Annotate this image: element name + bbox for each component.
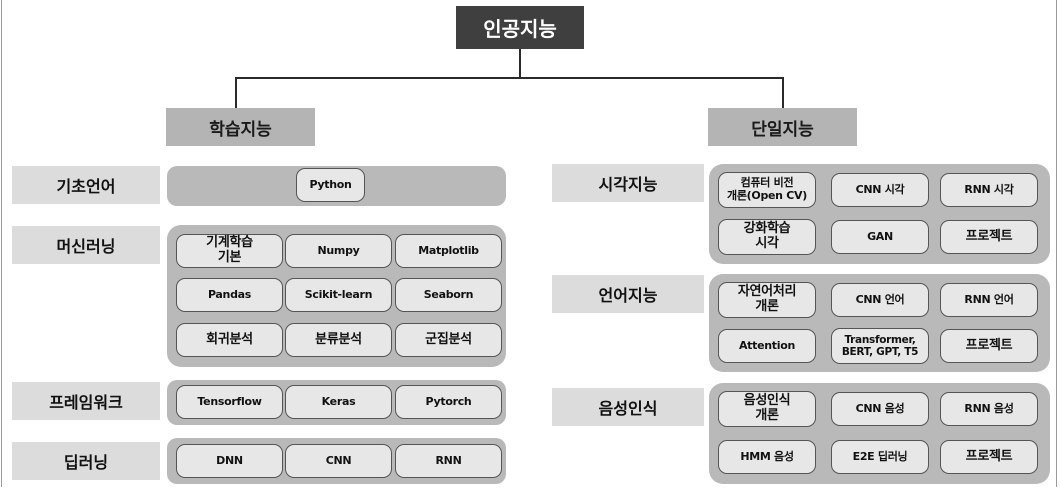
item-numpy: Numpy: [285, 234, 392, 268]
item-ml-basics: 기계학습 기본: [176, 234, 283, 268]
root-node: 인공지능: [456, 6, 584, 49]
item-regression: 회귀분석: [176, 323, 283, 357]
item-nlp-intro: 자연어처리 개론: [718, 282, 816, 318]
category-machine-learning: 머신러닝: [12, 226, 160, 264]
item-seaborn: Seaborn: [395, 278, 502, 312]
item-clustering: 군집분석: [395, 323, 502, 357]
item-cnn-speech: CNN 음성: [831, 392, 929, 426]
item-attention: Attention: [718, 329, 816, 363]
group-machine-learning: 기계학습 기본 Numpy Matplotlib Pandas Scikit-l…: [167, 225, 506, 367]
category-language: 언어지능: [552, 275, 704, 313]
item-keras: Keras: [285, 385, 392, 419]
item-transformer: Transformer, BERT, GPT, T5: [831, 328, 929, 364]
item-pytorch: Pytorch: [395, 385, 502, 419]
item-hmm-speech: HMM 음성: [718, 440, 816, 474]
item-cnn-language: CNN 언어: [831, 283, 929, 317]
item-rnn: RNN: [395, 444, 502, 478]
item-speech-project: 프로젝트: [940, 440, 1038, 474]
item-e2e-deep-learning: E2E 딥러닝: [831, 440, 929, 474]
item-matplotlib: Matplotlib: [395, 234, 502, 268]
item-computer-vision-intro: 컴퓨터 비전 개론(Open CV): [718, 172, 816, 208]
category-basic-language: 기초언어: [12, 166, 160, 204]
category-speech: 음성인식: [552, 388, 704, 426]
group-basic-language: Python: [167, 166, 506, 206]
item-cnn-vision: CNN 시각: [831, 173, 929, 207]
item-python: Python: [296, 168, 365, 202]
group-speech: 음성인식 개론 CNN 음성 RNN 음성 HMM 음성 E2E 딥러닝 프로젝…: [709, 383, 1050, 484]
item-rnn-language: RNN 언어: [940, 283, 1038, 317]
item-vision-project: 프로젝트: [940, 220, 1038, 254]
group-framework: Tensorflow Keras Pytorch: [167, 380, 506, 425]
item-rnn-vision: RNN 시각: [940, 173, 1038, 207]
category-framework: 프레임워크: [12, 382, 160, 420]
item-scikit-learn: Scikit-learn: [285, 278, 392, 312]
category-vision: 시각지능: [552, 164, 704, 202]
item-cnn: CNN: [285, 444, 392, 478]
group-language: 자연어처리 개론 CNN 언어 RNN 언어 Attention Transfo…: [709, 274, 1050, 372]
item-tensorflow: Tensorflow: [176, 385, 283, 419]
item-reinforcement-vision: 강화학습 시각: [718, 219, 816, 255]
group-vision: 컴퓨터 비전 개론(Open CV) CNN 시각 RNN 시각 강화학습 시각…: [709, 164, 1050, 264]
branch-single: 단일지능: [708, 108, 857, 146]
category-deep-learning: 딥러닝: [12, 442, 160, 480]
branch-learning: 학습지능: [166, 108, 315, 146]
item-rnn-speech: RNN 음성: [940, 392, 1038, 426]
group-deep-learning: DNN CNN RNN: [167, 438, 506, 484]
item-classification: 분류분석: [285, 323, 392, 357]
item-gan: GAN: [831, 220, 929, 254]
item-speech-intro: 음성인식 개론: [718, 391, 816, 427]
item-dnn: DNN: [176, 444, 283, 478]
item-pandas: Pandas: [176, 278, 283, 312]
item-language-project: 프로젝트: [940, 329, 1038, 363]
